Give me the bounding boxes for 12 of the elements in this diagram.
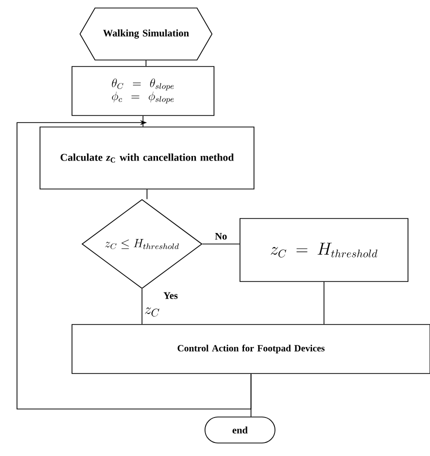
edge-label: No [215,232,227,240]
process-box: Control Action for Footpad Devices [72,324,430,374]
terminal-box: end [204,416,276,444]
variable-label: $z_C$ [145,308,160,317]
process-box: $z_C = H_{threshold}$ [240,218,408,282]
process-box: $\theta_C = \theta_{slope}$ $\phi_c = \phi_{slope}$ [72,66,214,116]
start-hexagon: Walking Simulation [80,8,212,60]
process-box: Calculate z$_{C}$ with cancellation method [40,126,254,190]
edge-label: Yes [164,292,178,299]
connector-line [142,116,144,127]
arrow [16,120,252,410]
connector-line [146,189,148,200]
